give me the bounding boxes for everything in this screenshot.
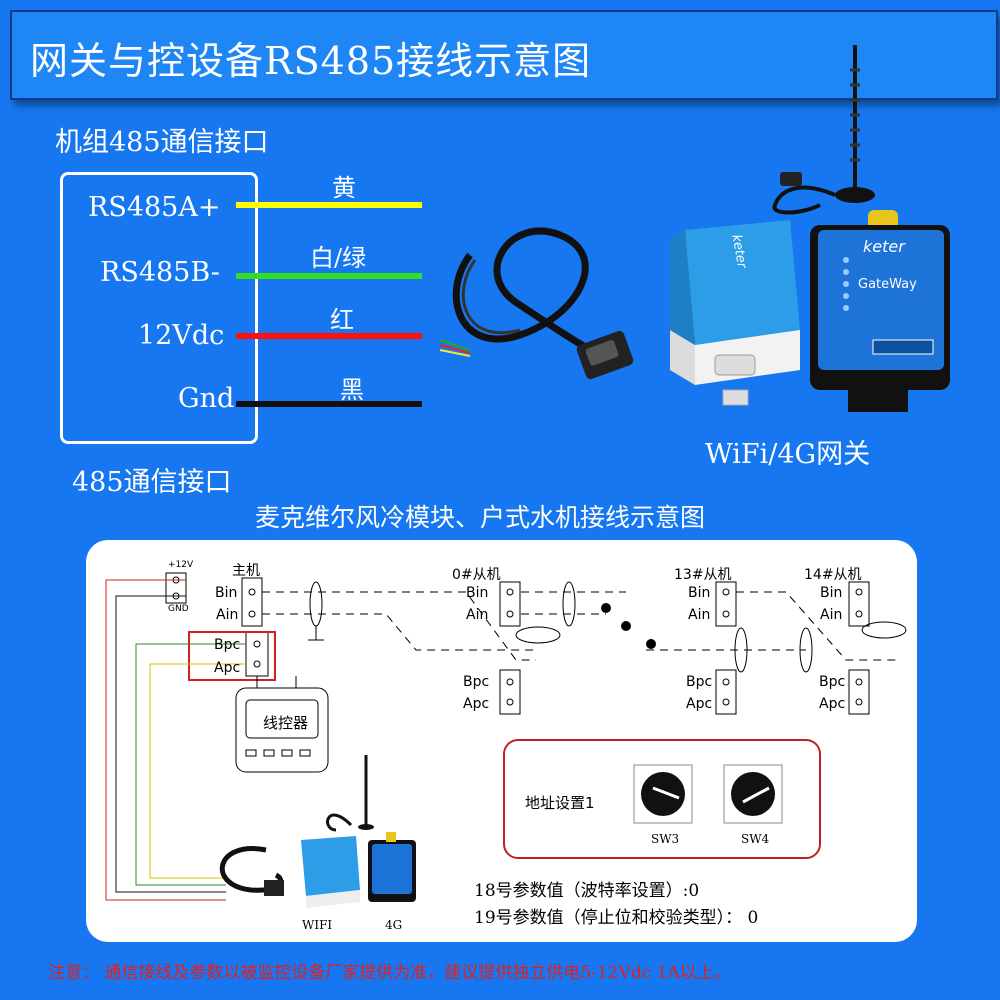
sw3-label: SW3 — [651, 832, 680, 846]
wire-label-red: 红 — [330, 306, 354, 334]
4g-device-label: 4G — [385, 918, 403, 932]
pin-rs485b: RS485B- — [100, 257, 220, 288]
pin-12vdc: 12Vdc — [138, 320, 225, 351]
rs485-cable-image — [439, 227, 634, 380]
wifi-gateway-image: keter — [670, 220, 800, 406]
param-19: 19号参数值（停止位和校验类型）： 0 — [474, 908, 759, 928]
antenna-image — [772, 45, 875, 215]
wire-label-white-green: 白/绿 — [310, 244, 367, 272]
slave-0-label: 0#从机 — [452, 567, 501, 583]
slave-14-pin-bin: Bin — [820, 585, 843, 601]
sw4-label: SW4 — [741, 832, 770, 846]
param-18: 18号参数值（波特率设置）:0 — [474, 881, 700, 901]
slave-13-pin-bin: Bin — [688, 585, 711, 601]
slave-14-pin-bpc: Bpc — [819, 674, 846, 690]
slave-13-label: 13#从机 — [674, 567, 732, 583]
unit-interface-heading: 机组485通信接口 — [55, 127, 269, 158]
wire-label-yellow: 黄 — [332, 174, 356, 202]
slave-0-pin-apc: Apc — [463, 696, 490, 712]
master-pin-bpc: Bpc — [214, 637, 241, 653]
slave-13-pin-apc: Apc — [686, 696, 713, 712]
diagram-subtitle: 麦克维尔风冷模块、户式水机接线示意图 — [255, 503, 706, 532]
slave-14-pin-apc: Apc — [819, 696, 846, 712]
slave-13-pin-bpc: Bpc — [686, 674, 713, 690]
svg-text:keter: keter — [728, 233, 749, 271]
master-pin-ain: Ain — [216, 607, 239, 623]
power-label: +12V — [168, 560, 194, 570]
address-setting-label: 地址设置1 — [525, 794, 595, 812]
wired-controller-label: 线控器 — [263, 714, 309, 732]
wire-yellow — [236, 202, 422, 208]
title-banner — [10, 10, 998, 100]
pin-rs485a: RS485A+ — [88, 192, 221, 223]
slave-14-pin-ain: Ain — [820, 607, 843, 623]
slave-13-pin-ain: Ain — [688, 607, 711, 623]
wire-red — [236, 333, 422, 339]
wire-label-black: 黑 — [340, 376, 364, 404]
master-label: 主机 — [232, 563, 260, 579]
page-title: 网关与控设备RS485接线示意图 — [30, 39, 592, 83]
gateway-brand: keter — [863, 237, 906, 256]
note-text: 注意： 通信接线及参数以被监控设备厂家提供为准，建议提供独立供电5-12Vdc … — [48, 963, 731, 983]
wiring-schematic — [105, 572, 907, 908]
wire-black — [236, 401, 422, 407]
master-pin-apc: Apc — [214, 660, 241, 676]
interface-box — [60, 172, 258, 444]
gateway-caption: WiFi/4G网关 — [705, 439, 871, 470]
slave-14-label: 14#从机 — [804, 567, 862, 583]
gnd-label: GND — [168, 604, 189, 614]
slave-0-pin-bpc: Bpc — [463, 674, 490, 690]
interface-caption: 485通信接口 — [72, 467, 232, 498]
pin-gnd: Gnd — [178, 383, 235, 414]
wifi-device-label: WIFI — [302, 918, 333, 932]
slave-0-pin-ain: Ain — [466, 607, 489, 623]
master-pin-bin: Bin — [215, 585, 238, 601]
gateway-name: GateWay — [858, 277, 917, 292]
slave-0-pin-bin: Bin — [466, 585, 489, 601]
4g-gateway-image: keter GateWay — [810, 210, 950, 412]
wire-green — [236, 273, 422, 279]
